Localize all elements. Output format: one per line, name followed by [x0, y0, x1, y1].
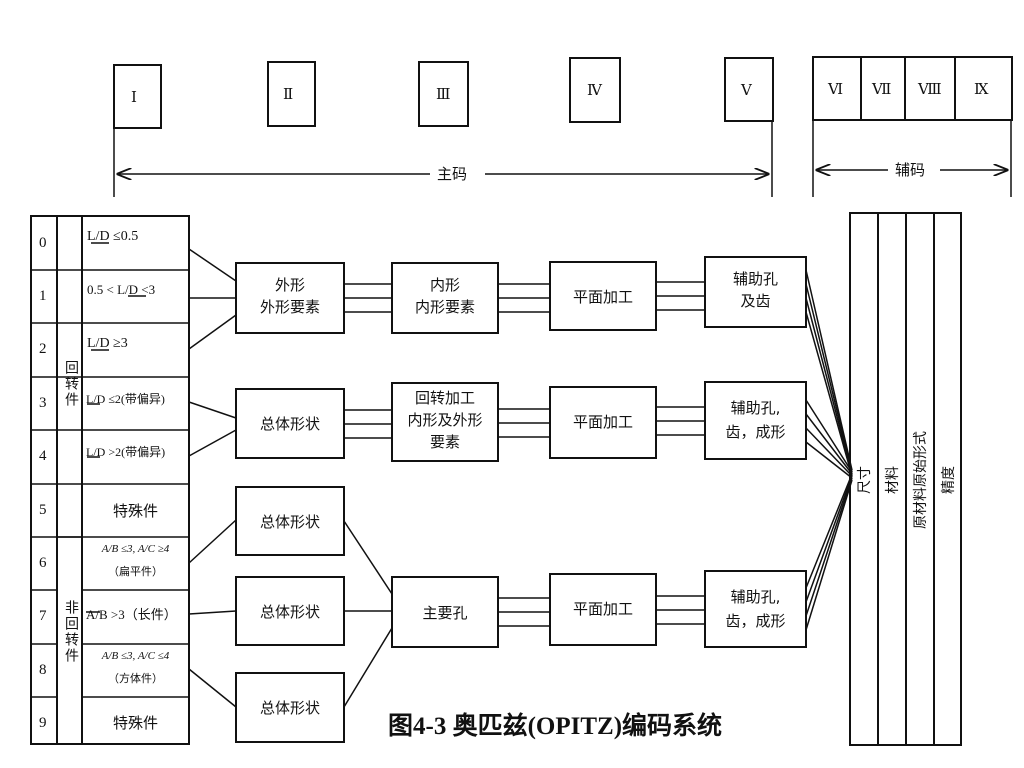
aux-code-label: 辅码	[895, 161, 926, 179]
aux-digit-label-6: Ⅵ	[828, 82, 844, 98]
aux-size-label: 尺寸	[857, 466, 873, 494]
main-digit-box-1	[113, 64, 162, 129]
row-9-special: 特殊件	[112, 714, 158, 732]
box-rot-machining	[391, 382, 499, 462]
row-7-criteria: A/B >3（长件）	[86, 607, 177, 622]
main-digit-box-3	[418, 61, 469, 127]
figure-caption: 图4-3 奥匹兹(OPITZ)编码系统	[388, 713, 723, 740]
row-number: 2	[39, 341, 47, 357]
aux-precision-label: 精度	[941, 466, 957, 494]
aux-raw-form-label: 原材料原始形式	[913, 431, 929, 529]
row-number: 6	[39, 555, 47, 571]
classification-table	[30, 215, 190, 745]
box-shape-outer-text: 外形 外形要素	[259, 276, 320, 316]
main-digit-label-5: Ⅴ	[741, 83, 752, 99]
non-rotational-group-label: 非回转件	[63, 600, 79, 664]
main-digit-label-3: Ⅲ	[436, 87, 451, 103]
box-overall-1-text: 总体形状	[259, 415, 320, 433]
box-plane-3-text: 平面加工	[572, 600, 633, 618]
main-digit-label-4: Ⅳ	[587, 83, 602, 99]
row-4-criteria: L/D >2(带偏异)	[86, 445, 166, 459]
row-number: 7	[39, 608, 47, 624]
aux-digit-box-group	[812, 56, 1013, 121]
box-aux-hole-1	[704, 256, 807, 328]
row-number: 4	[39, 448, 47, 464]
box-overall-4-text: 总体形状	[259, 699, 320, 717]
row-number: 3	[39, 395, 47, 411]
row-5-special: 特殊件	[112, 502, 158, 520]
box-plane-2-text: 平面加工	[572, 413, 633, 431]
row-1-criteria: 0.5 < L/D <3	[87, 282, 156, 297]
row-number: 0	[39, 235, 47, 251]
box-aux-hole-2-text: 辅助孔, 齿，成形	[725, 399, 786, 441]
aux-digit-label-7: Ⅶ	[872, 82, 892, 98]
rotational-group-label: 回转件	[63, 360, 79, 408]
row-3-criteria: L/D ≤2(带偏异)	[86, 392, 165, 406]
box-overall-2-text: 总体形状	[259, 513, 320, 531]
main-code-label: 主码	[437, 165, 468, 183]
row-6-sub: （扁平件）	[108, 565, 163, 578]
main-digit-label-2: Ⅱ	[283, 87, 294, 103]
box-aux-hole-3-text: 辅助孔, 齿，成形	[725, 588, 786, 630]
row-2-criteria: L/D ≥3	[87, 336, 128, 351]
row-8-sub: （方体件）	[108, 672, 163, 685]
row-8-criteria: A/B ≤3, A/C ≤4	[101, 650, 170, 662]
box-shape-inner-text: 内形 内形要素	[414, 276, 475, 316]
box-aux-hole-1-text: 辅助孔 及齿	[732, 270, 778, 310]
row-0-criteria: L/D ≤0.5	[87, 229, 139, 244]
box-overall-4	[235, 672, 345, 743]
row-6-criteria: A/B ≤3, A/C ≥4	[101, 543, 170, 555]
main-digit-label-1: Ⅰ	[131, 90, 137, 106]
box-aux-hole-3	[704, 570, 807, 648]
aux-material-label: 材料	[885, 466, 901, 494]
aux-digit-label-8: Ⅷ	[918, 82, 942, 98]
box-overall-3-text: 总体形状	[259, 603, 320, 621]
box-rot-machining-text: 回转加工 内形及外形 要素	[407, 389, 483, 451]
row-number: 5	[39, 502, 47, 518]
box-plane-1-text: 平面加工	[572, 288, 633, 306]
box-main-hole-text: 主要孔	[422, 604, 468, 622]
main-digit-box-5	[724, 57, 774, 122]
row-number: 9	[39, 715, 47, 731]
row-number: 1	[39, 288, 47, 304]
main-digit-box-4	[569, 57, 621, 123]
main-digit-box-2	[267, 61, 316, 127]
aux-digit-label-9: Ⅸ	[974, 82, 989, 98]
row-number: 8	[39, 662, 47, 678]
